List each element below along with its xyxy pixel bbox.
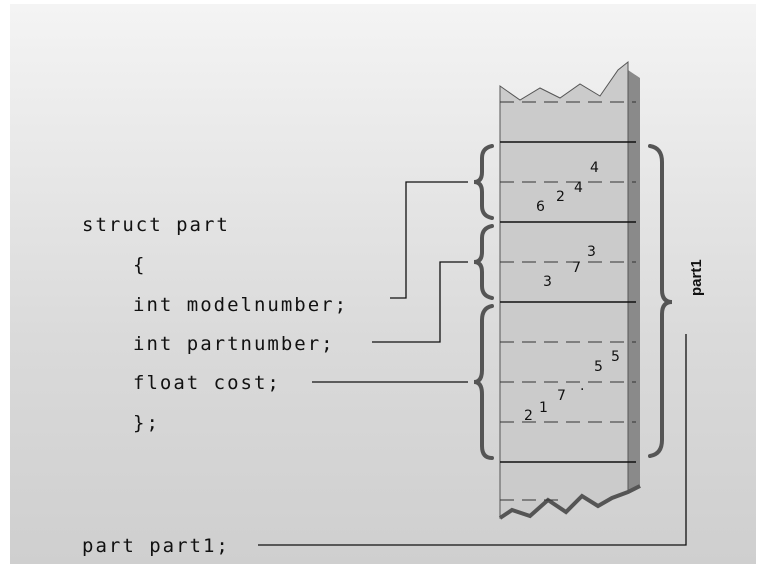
code-line-cost: float cost; <box>133 372 281 394</box>
modelnumber-digit-1: 6 <box>536 199 545 215</box>
memory-block <box>499 60 629 519</box>
connector-modelnumber <box>390 181 468 299</box>
code-line-partnumber: int partnumber; <box>133 333 335 355</box>
modelnumber-digit-3: 4 <box>574 180 583 196</box>
part1-label: part1 <box>688 259 705 296</box>
connector-part1 <box>258 334 687 546</box>
cost-digit-5: 5 <box>594 359 603 375</box>
memory-dividers <box>500 141 636 463</box>
partnumber-value: 3 7 3 <box>543 244 596 290</box>
cost-value: 2 1 7 . 5 5 <box>524 349 620 424</box>
cost-digit-2: 1 <box>539 400 548 416</box>
modelnumber-digit-4: 4 <box>590 160 599 176</box>
code-line-open-brace: { <box>133 254 147 276</box>
memory-block-side <box>628 70 640 492</box>
cost-digit-6: 5 <box>611 349 620 365</box>
memory-byte-lines <box>500 101 636 501</box>
code-line-modelnumber: int modelnumber; <box>133 294 349 316</box>
partnumber-digit-2: 7 <box>572 260 581 276</box>
partnumber-digit-3: 3 <box>587 244 596 260</box>
brace-cost <box>473 304 494 460</box>
modelnumber-digit-2: 2 <box>556 189 565 205</box>
memory-block-bottom-edge <box>498 484 641 520</box>
code-line-struct: struct part <box>82 214 230 236</box>
partnumber-digit-1: 3 <box>543 274 552 290</box>
code-line-declaration: part part1; <box>82 535 230 557</box>
cost-digit-3: 7 <box>557 388 566 404</box>
cost-digit-4: . <box>580 378 584 394</box>
connector-lines <box>258 181 687 546</box>
cost-digit-1: 2 <box>524 408 533 424</box>
left-braces <box>473 144 494 460</box>
code-line-close-brace: }; <box>133 412 160 434</box>
modelnumber-value: 6 2 4 4 <box>536 160 599 215</box>
brace-partnumber <box>473 224 494 300</box>
connector-partnumber <box>372 261 468 343</box>
brace-modelnumber <box>473 144 494 220</box>
brace-part1 <box>648 144 673 458</box>
